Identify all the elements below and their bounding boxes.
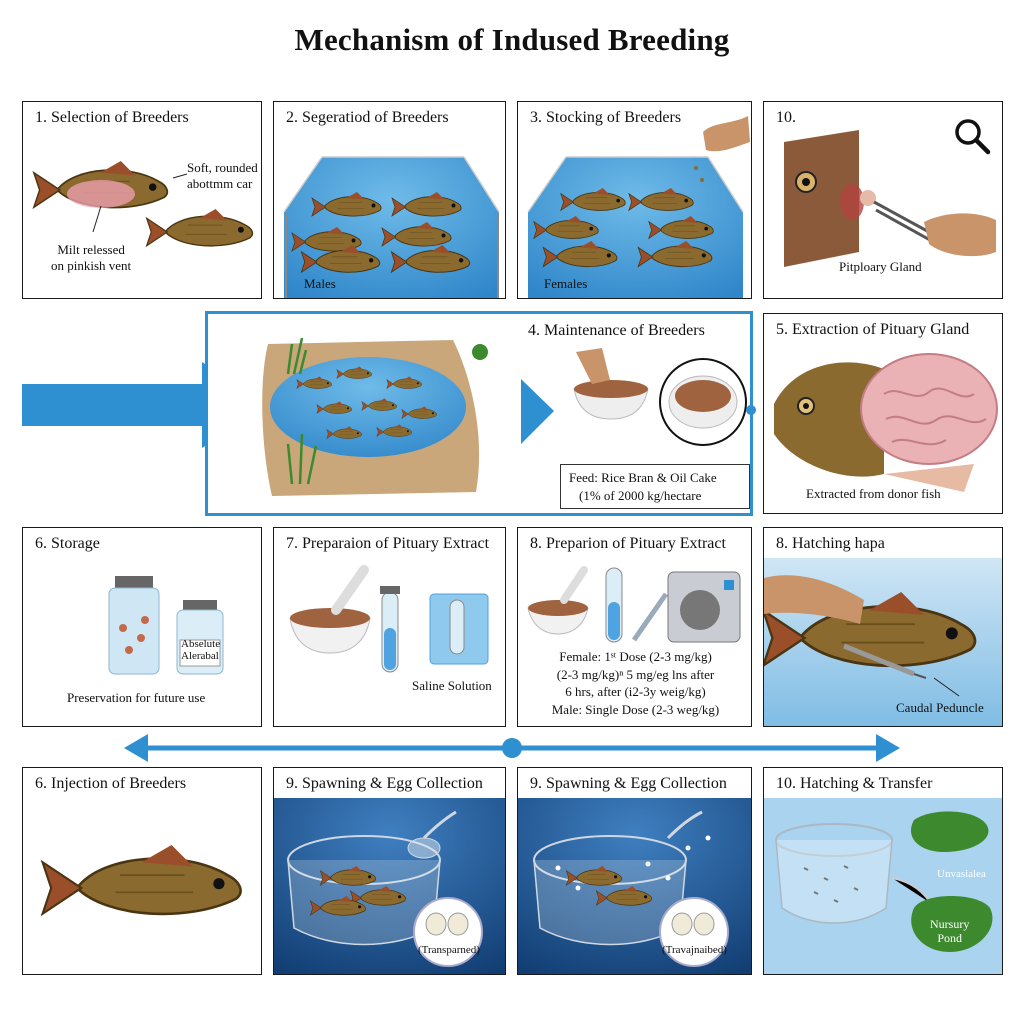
females-label: Females <box>544 276 588 291</box>
breeder-fish-illustration <box>32 160 254 247</box>
feed-note: Feed: Rice Bran & Oil Cake (1% of 2000 k… <box>560 464 750 510</box>
dose-instructions: Female: 1ˢᵗ Dose (2-3 mg/kg) (2-3 mg/kg)… <box>551 649 720 717</box>
breeder-pond-illustration <box>262 337 756 496</box>
carp-illustration <box>41 843 242 916</box>
panel-spawning-egg-collection-2: 9. Spawning & Egg Collection (Travajnaib… <box>517 767 752 975</box>
panel-title: 8. Hatching hapa <box>776 535 885 552</box>
magnifier-icon[interactable] <box>952 116 992 156</box>
preservation-caption: Preservation for future use <box>67 690 206 705</box>
flow-arrow-double <box>124 734 900 762</box>
female-tank-illustration <box>527 116 750 298</box>
males-label: Males <box>304 276 336 291</box>
milt-label: Milt relessed on pinkish vent <box>51 242 132 274</box>
saline-solution-label: Saline Solution <box>412 678 492 693</box>
panel-title: 10. Hatching & Transfer <box>776 775 933 792</box>
panel-selection-of-breeders: 1. Selection of Breeders Soft, rounded a… <box>22 101 262 299</box>
panel-injection-of-breeders: 6. Injection of Breeders <box>22 767 262 975</box>
panel-title: 5. Extraction of Pituary Gland <box>776 321 970 338</box>
soft-abdomen-label: Soft, rounded abottmm car <box>187 160 258 192</box>
panel-title: 2. Segeratiod of Breeders <box>286 109 449 126</box>
injection-illustration <box>764 558 1002 726</box>
panel-title: 8. Preparion of Pituary Extract <box>530 535 726 552</box>
mortar-and-tube-illustration <box>289 565 489 673</box>
male-tank-illustration <box>283 156 500 298</box>
spawning-net-illustration <box>518 798 751 974</box>
nursery-pond-label: Nursury Pond <box>930 917 970 945</box>
spawning-net-illustration <box>274 798 505 974</box>
unvasialea-label: Unvasialea <box>937 868 986 880</box>
panel-title: 6. Injection of Breeders <box>35 775 187 792</box>
panel-dosage: 8. Preparion of Pituary Extract Female: … <box>517 527 752 727</box>
centrifuge-syringe-illustration <box>527 566 741 643</box>
hatching-transfer-illustration <box>764 798 1002 974</box>
egg-label: (Travajnaibed) <box>662 944 727 956</box>
panel-title: 3. Stocking of Breeders <box>530 109 682 126</box>
panel-pituitary-gland: 10. Pitploary Gland <box>763 101 1003 299</box>
panel-stocking-of-breeders: 3. Stocking of Breeders Females <box>517 101 752 299</box>
panel-title: 9. Spawning & Egg Collection <box>286 775 483 792</box>
panel-title: 4. Maintenance of Breeders <box>528 322 705 339</box>
panel-hatching-hapa-injection: 8. Hatching hapa Caudal Peduncle <box>763 527 1003 727</box>
egg-label: (Transparned) <box>418 944 480 956</box>
vial-label: Abselute Alerabal <box>181 638 221 663</box>
storage-vials-illustration <box>108 576 224 675</box>
panel-hatching-and-transfer: 10. Hatching & Transfer Unvasialea Nursu… <box>763 767 1003 975</box>
panel-spawning-egg-collection-1: 9. Spawning & Egg Collection (Transparne… <box>273 767 506 975</box>
panel-title: 7. Preparaion of Pituary Extract <box>286 535 490 552</box>
brain-extraction-illustration <box>774 353 998 492</box>
page-title: Mechanism of Indused Breeding <box>294 22 730 57</box>
panel-maintenance-of-breeders: 4. Maintenance of Breeders Feed: Rice Br… <box>205 311 756 516</box>
panel-title: 6. Storage <box>35 535 100 552</box>
caudal-peduncle-label: Caudal Peduncle <box>896 700 984 715</box>
panel-extraction-of-pituitary-gland: 5. Extraction of Pituary Gland Extracted… <box>763 313 1003 514</box>
panel-title: 9. Spawning & Egg Collection <box>530 775 727 792</box>
pituitary-gland-label: Pitploary Gland <box>839 259 922 274</box>
extracted-label: Extracted from donor fish <box>806 486 941 501</box>
panel-preparation-of-pituitary-extract: 7. Preparaion of Pituary Extract Saline … <box>273 527 506 727</box>
panel-segregation-of-breeders: 2. Segeratiod of Breeders Males <box>273 101 506 299</box>
panel-title: 1. Selection of Breeders <box>35 109 189 126</box>
fish-head-dissection <box>784 130 996 267</box>
panel-title: 10. <box>776 109 796 126</box>
panel-storage: 6. Storage Abselute Alerabal Preservatio… <box>22 527 262 727</box>
